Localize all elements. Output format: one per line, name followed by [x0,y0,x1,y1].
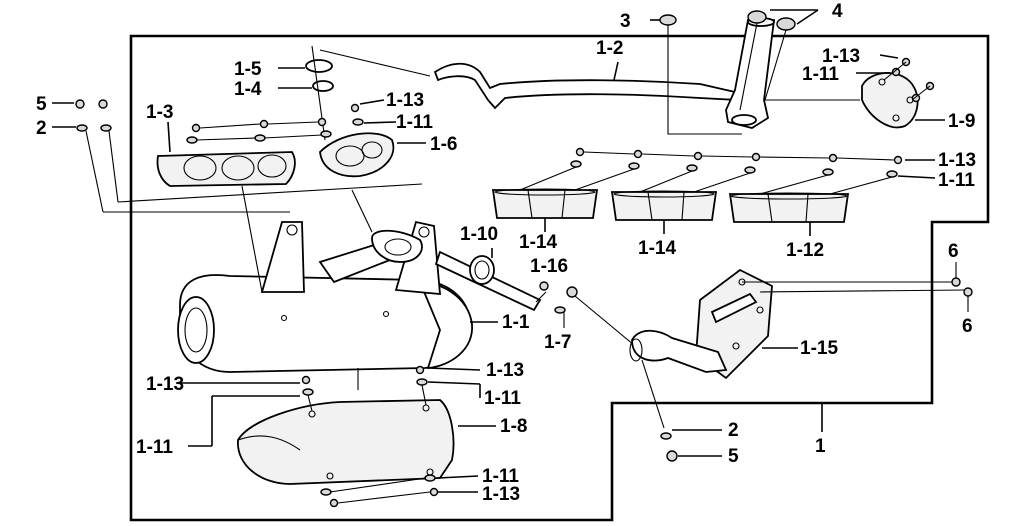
callout-1: 1 [815,436,826,457]
muffler-part [177,220,473,373]
callout-1-11-lowerleft: 1-11 [136,437,173,458]
callout-1-2: 1-2 [596,38,623,59]
callout-1-4: 1-4 [234,79,262,100]
callout-1-16: 1-16 [530,256,568,277]
bolt-1-7 [566,286,578,298]
callout-1-15: 1-15 [800,338,838,359]
heat-guard-1-6 [319,132,395,178]
shield-fasteners [519,147,903,195]
ring-1-5 [305,59,333,73]
heat-guard-1-3 [156,151,296,187]
end-cap-part [861,72,919,129]
callout-2-left: 2 [36,118,47,139]
callout-1-5: 1-5 [234,59,262,80]
callout-5-left: 5 [36,94,47,115]
callout-1-12: 1-12 [786,240,824,261]
lower-shield-fasteners [301,365,439,508]
callout-1-3: 1-3 [146,102,173,123]
callout-1-1: 1-1 [502,312,530,333]
callout-6-bottom: 6 [962,316,973,337]
callout-1-11-bottom: 1-11 [482,466,519,487]
callout-2-lower: 2 [728,420,739,441]
bolts-left [75,99,423,213]
header-pipe-part [433,17,776,129]
gasket-4a [747,10,767,24]
assembly-boundary [129,34,990,522]
callout-1-11-topright: 1-11 [802,64,839,85]
callout-1-8: 1-8 [500,416,527,437]
lower-heat-shield-1-8 [237,399,455,485]
callout-1-10: 1-10 [460,224,498,245]
heat-shield-1-12 [728,192,850,223]
callout-1-13-lowerleft: 1-13 [146,374,184,395]
washer-2-lower [660,432,672,440]
callout-3: 3 [620,11,631,32]
callout-1-11-mid: 1-11 [396,112,433,133]
callout-5-lower: 5 [728,446,739,467]
callout-1-14-left: 1-14 [519,232,557,253]
callout-1-13-topright: 1-13 [822,46,860,67]
gasket-4b [776,17,796,31]
callout-1-6: 1-6 [430,134,457,155]
screws-1-9 [883,57,935,103]
callout-1-14-right: 1-14 [638,238,676,259]
gasket-3 [659,14,677,26]
callout-4: 4 [832,1,843,22]
callout-1-7: 1-7 [544,332,571,353]
mid-pipe-1-15 [629,268,773,380]
leader-1-2 [613,61,619,81]
bolt-6b [963,287,973,297]
callout-1-13-shields: 1-13 [938,150,976,171]
ring-1-4 [312,80,334,92]
callout-1-13-lowerright: 1-13 [486,360,524,381]
callout-1-11-shields: 1-11 [938,170,975,191]
nut-1-16 [539,281,549,291]
guard-fasteners [186,103,364,144]
clamp-1-10 [434,250,542,312]
heat-shield-1-14a [491,188,599,219]
callout-1-13-mid: 1-13 [386,90,424,111]
callout-1-11-lowerright: 1-11 [484,388,521,409]
callout-6-top: 6 [948,241,959,262]
bolt-5-lower [666,450,678,462]
callout-1-9: 1-9 [948,111,975,132]
bolt-6a [951,277,961,287]
heat-shield-1-14b [610,190,718,221]
callout-1-13-bottom: 1-13 [482,484,520,505]
